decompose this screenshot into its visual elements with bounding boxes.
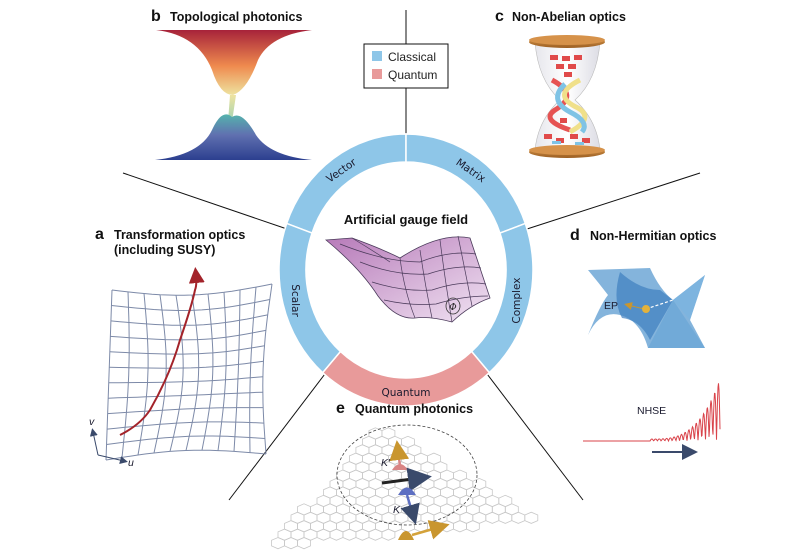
panel-a-transformation-optics: a Transformation optics (including SUSY)… <box>89 226 273 469</box>
panel-a-title-line1: Transformation optics <box>114 228 245 242</box>
lattice-hexagon <box>284 537 298 550</box>
panel-e-letter: e <box>336 400 345 417</box>
grid-line-vertical <box>201 293 214 451</box>
panel-d-non-hermitian-optics: d Non-Hermitian optics EP NHSE <box>570 227 721 460</box>
ring-segment-scalar <box>278 222 342 374</box>
axis-u-label: u <box>128 457 134 469</box>
axis-v-label: v <box>89 416 95 428</box>
lattice-hexagon <box>316 528 331 541</box>
panel-b-letter: b <box>151 8 161 25</box>
riemann-surface: EP <box>588 268 705 348</box>
center-gauge-field: Artificial gauge field Φ <box>324 212 491 323</box>
valley-k-label: K <box>393 504 401 516</box>
panel-e-quantum-photonics: e Quantum photonics K′ K <box>271 400 539 550</box>
lattice-hexagon <box>511 511 526 524</box>
ring-label-quantum: Quantum <box>381 387 430 399</box>
grid-line-horizontal <box>109 345 265 355</box>
lattice-hexagon <box>466 520 480 533</box>
lattice-hexagon <box>524 511 539 524</box>
band-crossing-neck <box>228 95 236 122</box>
lattice-hexagon <box>485 511 500 524</box>
lattice-hexagon <box>381 528 396 541</box>
grid-line-horizontal <box>111 283 273 296</box>
leader-line-lower-left <box>228 365 332 501</box>
legend-swatch-classical <box>372 51 382 61</box>
panel-b-topological-photonics: b Topological photonics <box>151 8 312 160</box>
grid-line-vertical <box>105 289 113 461</box>
ring-label-complex: Complex <box>511 278 523 324</box>
panel-a-title-line2: (including SUSY) <box>114 243 215 257</box>
nhse-label: NHSE <box>637 405 666 417</box>
lower-band-surface <box>155 114 312 160</box>
lattice-hexagon <box>401 520 415 533</box>
grid-line-horizontal <box>105 449 267 461</box>
curved-surface-mesh: Φ <box>324 235 491 323</box>
leader-line-lower-right <box>480 365 584 501</box>
leader-line-upper-left <box>122 172 288 230</box>
panel-d-title: Non-Hermitian optics <box>590 229 716 243</box>
lattice-hexagon <box>355 528 370 541</box>
legend: Classical Quantum <box>363 43 449 89</box>
upper-band-surface <box>156 30 312 95</box>
exceptional-point <box>642 305 650 313</box>
panel-d-letter: d <box>570 227 580 244</box>
panel-c-non-abelian-optics: c Non-Abelian optics <box>495 8 626 158</box>
valley-k-prime-label: K′ <box>381 457 391 469</box>
grid-line-vertical <box>153 294 167 454</box>
lattice-hexagon <box>297 537 311 550</box>
grid-line-vertical <box>249 287 257 453</box>
grid-line-horizontal <box>108 376 263 384</box>
legend-label-quantum: Quantum <box>388 68 437 82</box>
nhse-plot: NHSE <box>583 383 721 460</box>
panel-e-title: Quantum photonics <box>355 402 473 416</box>
flux-loop-icon <box>445 297 461 315</box>
panel-b-title: Topological photonics <box>170 10 302 24</box>
uv-axes: v u <box>89 416 134 469</box>
nhse-curve <box>583 383 721 443</box>
grid-line-vertical <box>121 291 130 458</box>
grid-line-vertical <box>262 283 273 455</box>
lattice-hexagon <box>271 537 285 550</box>
ep-label: EP <box>604 300 618 312</box>
grid-line-horizontal <box>106 435 265 445</box>
legend-label-classical: Classical <box>388 50 436 64</box>
panel-a-letter: a <box>95 226 104 243</box>
leader-lines <box>122 10 701 501</box>
grid-line-horizontal <box>108 391 263 399</box>
hourglass-icon <box>529 35 605 158</box>
grid-line-horizontal <box>110 329 266 341</box>
grid-line-horizontal <box>109 360 264 369</box>
grid-line-horizontal <box>110 314 268 326</box>
grid-line-horizontal <box>111 299 270 311</box>
lattice-hexagon <box>368 528 383 541</box>
grid-line-horizontal <box>107 421 264 430</box>
panel-c-letter: c <box>495 8 504 25</box>
grid-line-horizontal <box>107 407 264 415</box>
center-title: Artificial gauge field <box>344 212 468 227</box>
valley-spins: K′ K <box>381 440 450 540</box>
grid-line-vertical <box>169 295 184 452</box>
dashed-valley-circle <box>336 424 478 526</box>
ring-label-scalar: Scalar <box>289 284 301 317</box>
panel-c-title: Non-Abelian optics <box>512 10 626 24</box>
lattice-hexagon <box>342 528 357 541</box>
legend-swatch-quantum <box>372 69 382 79</box>
leader-line-upper-right <box>526 172 701 230</box>
distorted-coordinate-grid <box>105 283 273 461</box>
lattice-hexagon <box>329 528 344 541</box>
light-trajectory <box>119 267 205 436</box>
grid-line-vertical <box>185 294 200 451</box>
grid-line-vertical <box>217 292 227 451</box>
lattice-hexagon <box>453 520 467 533</box>
grid-line-vertical <box>137 293 149 456</box>
propagation-arrow <box>381 467 432 492</box>
grid-line-vertical <box>233 289 241 452</box>
flux-symbol: Φ <box>449 303 456 313</box>
lattice-hexagon <box>440 520 454 533</box>
lattice-hexagon <box>498 511 513 524</box>
